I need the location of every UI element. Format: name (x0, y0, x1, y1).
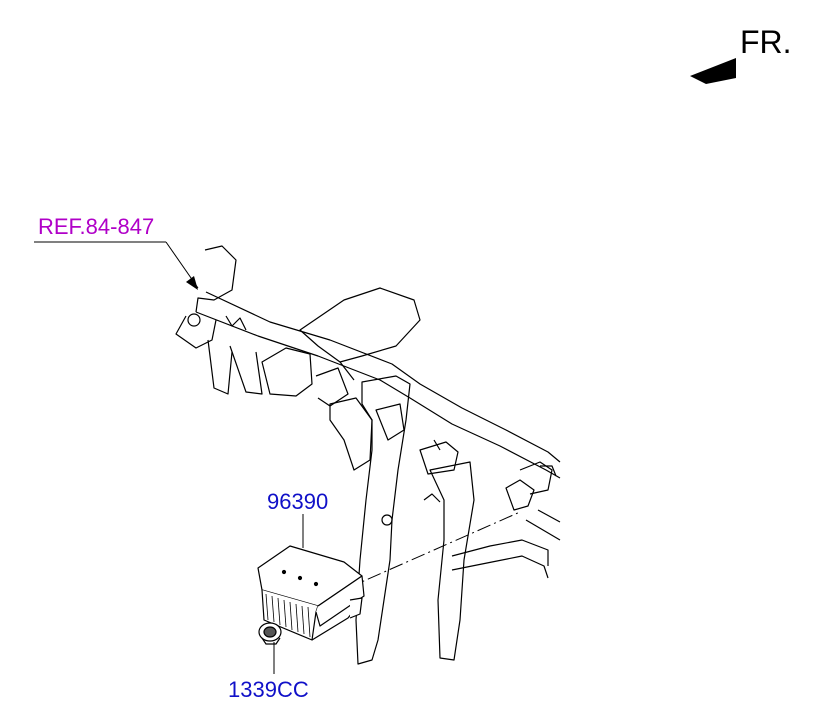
amplifier-unit-96390 (257, 545, 365, 641)
ref-leader-line (34, 241, 199, 290)
grommet-1339cc (258, 622, 282, 645)
reference-label: REF.84-847 (38, 214, 155, 239)
front-direction-arrow-icon (690, 58, 736, 84)
part-number-label: 1339CC (228, 677, 309, 702)
part-number-label: 96390 (267, 489, 329, 514)
front-direction-label: FR. (740, 24, 792, 60)
cowl-cross-bar-assembly (175, 245, 561, 665)
